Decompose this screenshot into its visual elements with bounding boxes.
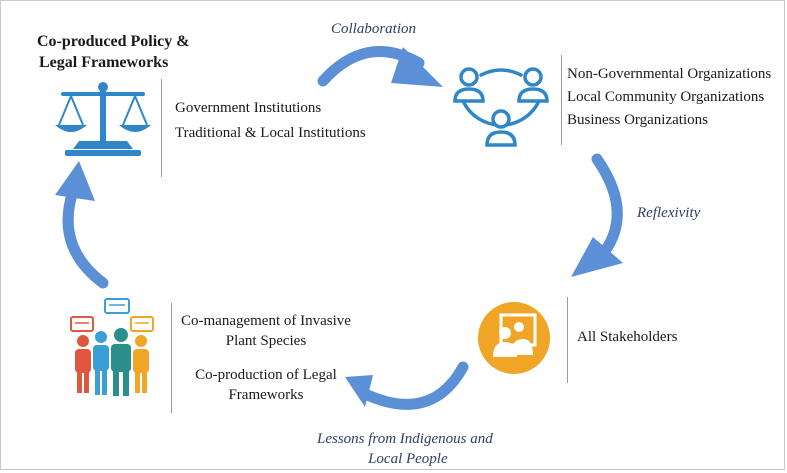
lessons-line-1: Lessons from Indigenous and [317, 431, 493, 447]
comanagement-line-2: Plant Species [225, 333, 307, 349]
lessons-line-2: Local People [368, 451, 448, 467]
divider-organizations [561, 55, 562, 145]
scales-icon [55, 82, 151, 156]
government-line-1: Government Institutions [175, 100, 322, 116]
title-line-1: Co-produced Policy & [37, 33, 190, 50]
organizations-line-1: Non-Governmental Organizations [567, 66, 772, 82]
government-text: Government Institutions Traditional & Lo… [175, 98, 366, 143]
divider-government [161, 79, 162, 177]
reflexivity-label: Reflexivity [637, 205, 701, 221]
organizations-line-3: Business Organizations [567, 112, 708, 128]
organizations-line-2: Local Community Organizations [567, 89, 765, 105]
divider-comanagement [171, 303, 172, 413]
lessons-label: Lessons from Indigenous and Local People [317, 429, 493, 469]
organizations-text: Non-Governmental Organizations Local Com… [567, 63, 771, 132]
comanagement-line-1: Co-management of Invasive [181, 313, 351, 329]
title-line-2: Legal Frameworks [39, 54, 169, 71]
stakeholders-label: All Stakeholders [577, 329, 678, 345]
diagram-title: Co-produced Policy & Legal Frameworks [37, 31, 190, 73]
collaboration-label: Collaboration [331, 21, 417, 37]
community-people-icon [70, 298, 154, 396]
comanagement-text: Co-management of Invasive Plant Species … [181, 311, 351, 405]
government-line-2: Traditional & Local Institutions [175, 125, 366, 141]
network-people-icon [453, 67, 549, 147]
divider-stakeholders [567, 297, 568, 383]
stakeholders-icon [478, 302, 550, 374]
comanagement-line-4: Frameworks [228, 387, 304, 403]
comanagement-line-3: Co-production of Legal [195, 367, 337, 383]
